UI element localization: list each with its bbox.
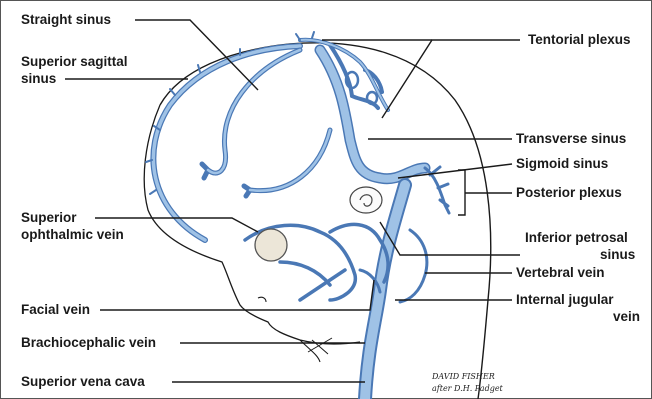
leader-inferior-petrosal: [380, 222, 520, 255]
mouth-line: [258, 297, 266, 302]
leader-tentorial-a: [382, 40, 520, 118]
label-superior-sagittal-line2: sinus: [21, 70, 56, 87]
label-sigmoid-sinus: Sigmoid sinus: [516, 155, 608, 172]
ear-shape: [350, 187, 382, 213]
label-posterior-plexus: Posterior plexus: [516, 184, 622, 201]
label-superior-ophthalmic-line2: ophthalmic vein: [21, 226, 124, 243]
label-tentorial-plexus: Tentorial plexus: [528, 31, 631, 48]
leader-facial-vein: [100, 280, 374, 310]
leader-lines: [65, 20, 520, 382]
label-internal-jugular-line2: vein: [613, 308, 640, 325]
label-straight-sinus: Straight sinus: [21, 11, 111, 28]
vertebral-vein-vessel: [400, 230, 427, 302]
label-superior-vena-cava: Superior vena cava: [21, 373, 145, 390]
label-transverse-sinus: Transverse sinus: [516, 130, 626, 147]
label-brachiocephalic-vein: Brachiocephalic vein: [21, 334, 156, 351]
head-outline: [160, 43, 491, 399]
credit-after: after D.H. Padget: [432, 384, 503, 394]
transverse-sinus-vessel: [320, 50, 425, 179]
label-superior-sagittal-line1: Superior sagittal: [21, 53, 128, 70]
vein-network: [146, 32, 449, 399]
label-internal-jugular-line1: Internal jugular: [516, 291, 614, 308]
label-facial-vein: Facial vein: [21, 301, 90, 318]
label-inferior-petrosal-line1: Inferior petrosal: [525, 229, 628, 246]
label-superior-ophthalmic-line1: Superior: [21, 209, 77, 226]
eye-shape: [255, 229, 287, 261]
credit-artist: DAVID FISHER: [432, 372, 495, 382]
label-inferior-petrosal-line2: sinus: [600, 246, 635, 263]
label-vertebral-vein: Vertebral vein: [516, 264, 605, 281]
posterior-plexus-bracket: [458, 170, 465, 215]
